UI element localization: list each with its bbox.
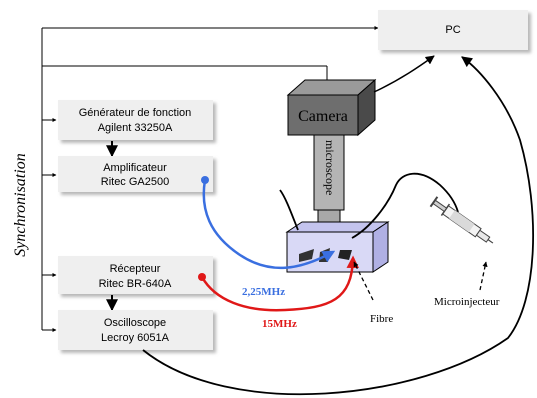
emit-cable <box>202 179 336 270</box>
camera-block: Camera <box>286 78 377 137</box>
emit-transducer <box>299 249 314 262</box>
microinjector-label: Microinjecteur <box>434 296 500 308</box>
amplifier-box: Amplificateur Ritec GA2500 <box>58 156 213 192</box>
oscilloscope-pc-cable <box>142 56 534 396</box>
left-tank-cable <box>279 189 299 231</box>
fibre-cable <box>351 172 459 239</box>
camera-label: Camera <box>298 108 348 125</box>
sync-bus <box>41 26 379 332</box>
microscope-label: microscope <box>323 140 337 195</box>
amplifier-model: Ritec GA2500 <box>101 176 169 188</box>
oscilloscope-model: Lecroy 6051A <box>101 332 170 344</box>
generator-model: Agilent 33250A <box>98 122 173 134</box>
receive-frequency: 15MHz <box>262 318 297 330</box>
camera-pc-cable <box>373 55 435 93</box>
generator-box: Générateur de fonction Agilent 33250A <box>58 100 213 140</box>
amplifier-name: Amplificateur <box>103 162 167 174</box>
fibre-label: Fibre <box>370 313 393 325</box>
microinjector-pointer <box>479 261 488 291</box>
synchronisation-label: Synchronisation <box>12 153 29 256</box>
pc-box: PC <box>378 10 528 50</box>
syringe-icon <box>429 196 494 244</box>
emit-frequency: 2,25MHz <box>242 286 285 298</box>
receive-cable <box>200 255 360 312</box>
pc-label: PC <box>445 24 460 36</box>
receiver-box: Récepteur Ritec BR-640A <box>58 256 213 294</box>
receiver-model: Ritec BR-640A <box>99 278 172 290</box>
fibre-pointer <box>353 261 374 301</box>
generator-name: Générateur de fonction <box>79 107 192 119</box>
receiver-name: Récepteur <box>110 263 161 275</box>
oscilloscope-name: Oscilloscope <box>104 317 166 329</box>
microscope-tube: microscope <box>313 134 345 225</box>
oscilloscope-box: Oscilloscope Lecroy 6051A <box>58 310 213 350</box>
